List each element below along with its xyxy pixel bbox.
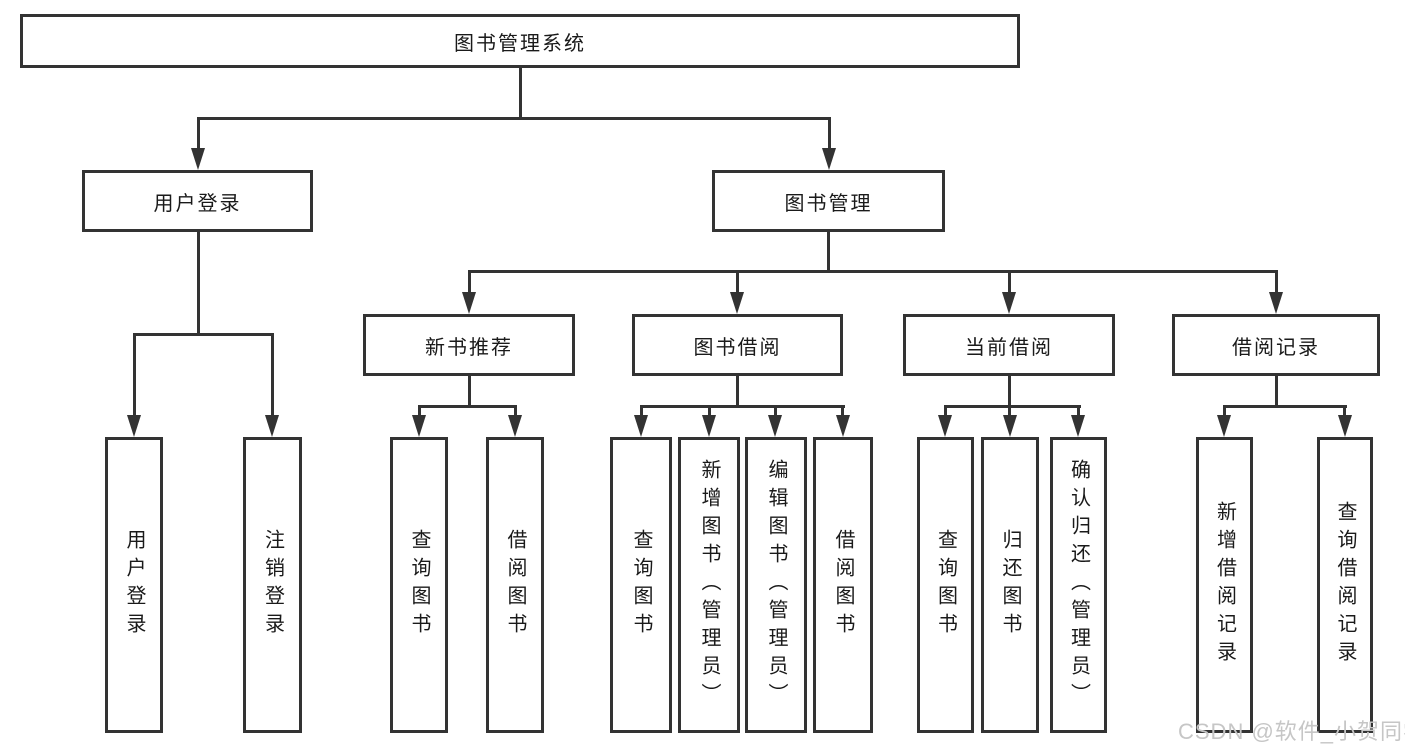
connector-line xyxy=(640,405,845,408)
connector-line xyxy=(468,270,1278,273)
leaf-current-query-books: 查询图书 xyxy=(917,437,974,733)
arrowhead-down-icon xyxy=(768,415,782,437)
connector-line xyxy=(197,117,200,151)
leaf-borrowing-borrow-books: 借阅图书 xyxy=(813,437,873,733)
leaf-borrowing-add-books-admin: 新增图书（管理员） xyxy=(678,437,740,733)
arrowhead-down-icon xyxy=(1217,415,1231,437)
connector-line xyxy=(197,117,831,120)
arrowhead-down-icon xyxy=(412,415,426,437)
arrowhead-down-icon xyxy=(462,292,476,314)
connector-line xyxy=(197,232,200,336)
connector-line xyxy=(1077,405,1080,418)
connector-line xyxy=(736,270,739,294)
connector-line xyxy=(418,405,517,408)
connector-line xyxy=(944,405,1081,408)
connector-line xyxy=(774,405,777,418)
connector-line xyxy=(468,270,471,294)
leaf-current-confirm-return-admin: 确认归还（管理员） xyxy=(1050,437,1107,733)
connector-line xyxy=(1223,405,1347,408)
leaf-records-query-record: 查询借阅记录 xyxy=(1317,437,1373,733)
arrowhead-down-icon xyxy=(634,415,648,437)
connector-line xyxy=(418,405,421,418)
leaf-borrowing-edit-books-admin: 编辑图书（管理员） xyxy=(745,437,807,733)
node-book-management: 图书管理 xyxy=(712,170,945,232)
leaf-records-add-record: 新增借阅记录 xyxy=(1196,437,1253,733)
connector-line xyxy=(468,376,471,408)
connector-line xyxy=(1223,405,1226,418)
node-user-login: 用户登录 xyxy=(82,170,313,232)
arrowhead-down-icon xyxy=(1338,415,1352,437)
node-current-borrowing: 当前借阅 xyxy=(903,314,1115,376)
arrowhead-down-icon xyxy=(730,292,744,314)
connector-line xyxy=(133,333,136,417)
arrowhead-down-icon xyxy=(127,415,141,437)
arrowhead-down-icon xyxy=(836,415,850,437)
arrowhead-down-icon xyxy=(822,148,836,170)
arrowhead-down-icon xyxy=(191,148,205,170)
arrowhead-down-icon xyxy=(265,415,279,437)
connector-line xyxy=(841,405,844,418)
connector-line xyxy=(514,405,517,418)
connector-line xyxy=(271,333,274,417)
connector-line xyxy=(1008,405,1011,418)
connector-line xyxy=(827,232,830,273)
connector-line xyxy=(708,405,711,418)
connector-line xyxy=(944,405,947,418)
node-book-borrowing: 图书借阅 xyxy=(632,314,843,376)
connector-line xyxy=(1275,270,1278,294)
connector-line xyxy=(828,117,831,151)
leaf-current-return-books: 归还图书 xyxy=(981,437,1039,733)
arrowhead-down-icon xyxy=(1269,292,1283,314)
csdn-watermark: CSDN @软件_小贺同学 xyxy=(1178,719,1405,744)
leaf-recommend-borrow-books: 借阅图书 xyxy=(486,437,544,733)
arrowhead-down-icon xyxy=(702,415,716,437)
connector-line xyxy=(640,405,643,418)
connector-line xyxy=(1343,405,1346,418)
connector-line xyxy=(736,376,739,408)
leaf-borrowing-query-books: 查询图书 xyxy=(610,437,672,733)
leaf-logout: 注销登录 xyxy=(243,437,302,733)
arrowhead-down-icon xyxy=(1003,415,1017,437)
connector-line xyxy=(1008,376,1011,408)
arrowhead-down-icon xyxy=(938,415,952,437)
leaf-recommend-query-books: 查询图书 xyxy=(390,437,448,733)
connector-line xyxy=(1275,376,1278,408)
node-borrow-records: 借阅记录 xyxy=(1172,314,1380,376)
connector-line xyxy=(1008,270,1011,294)
node-book-management-system-root: 图书管理系统 xyxy=(20,14,1020,68)
leaf-user-login: 用户登录 xyxy=(105,437,163,733)
arrowhead-down-icon xyxy=(1071,415,1085,437)
arrowhead-down-icon xyxy=(508,415,522,437)
arrowhead-down-icon xyxy=(1002,292,1016,314)
node-new-book-recommend: 新书推荐 xyxy=(363,314,575,376)
connector-line xyxy=(519,68,522,120)
connector-line xyxy=(133,333,274,336)
